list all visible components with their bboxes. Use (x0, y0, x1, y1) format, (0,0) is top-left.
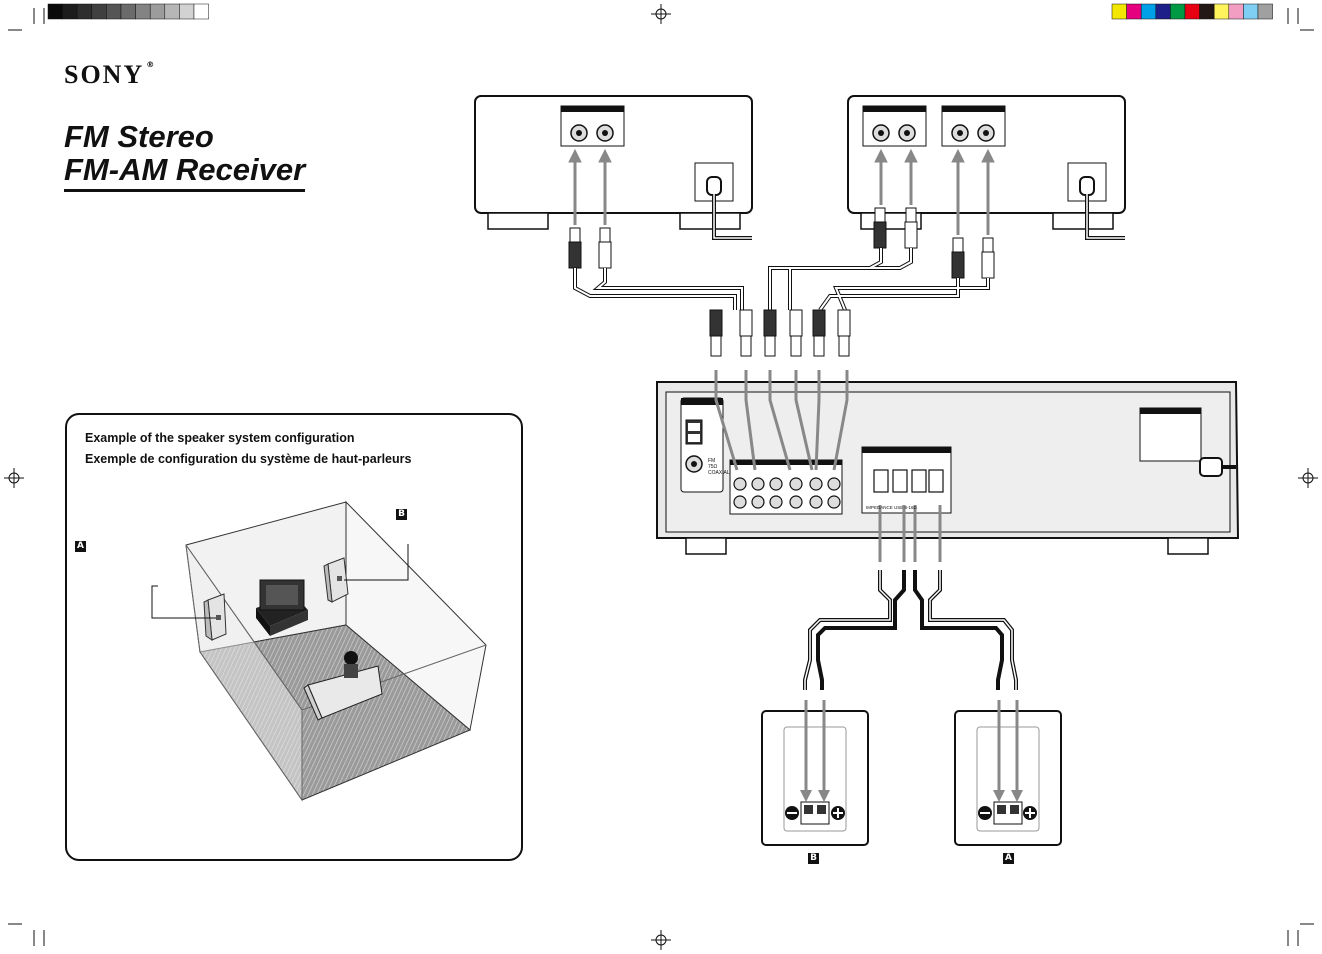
label-a: A (75, 541, 86, 552)
receiver (656, 381, 1240, 555)
component-left (474, 95, 753, 240)
gray-strip (47, 3, 209, 20)
example-box (65, 413, 523, 861)
audio-cables (573, 248, 990, 312)
speaker-label-a: A (1003, 853, 1014, 864)
strip-swatch (1257, 3, 1273, 20)
brand-mark: ® (146, 60, 155, 69)
color-strip (1111, 3, 1273, 20)
fm-text-1: FM (708, 458, 716, 464)
speaker-a (954, 700, 1062, 846)
speaker-cables (803, 570, 1018, 690)
lower-plugs (709, 309, 851, 357)
title-line-2: FM-AM Receiver (64, 152, 306, 187)
crosshair-bottom (651, 930, 671, 950)
label-b: B (396, 509, 407, 520)
page-title: FM Stereo FM-AM Receiver (64, 119, 306, 192)
speaker-b (761, 700, 869, 846)
upper-plugs (568, 207, 995, 279)
room-illustration (151, 500, 487, 802)
fm-text-3: COAXIAL (708, 470, 730, 476)
example-caption-en: Example of the speaker system configurat… (85, 431, 355, 445)
crosshair-right (1298, 468, 1318, 488)
input-arrows (714, 370, 849, 471)
impedance-label: IMPEDANCE USE 8-16Ω (866, 505, 917, 510)
title-line-1: FM Stereo (64, 119, 214, 154)
fm-text-2: 75Ω (708, 464, 718, 470)
crosshair-left (4, 468, 24, 488)
upward-arrows (568, 148, 995, 235)
sony-logo: SONY® (64, 60, 154, 90)
fm-antenna-label: FM 75Ω COAXIAL (708, 458, 730, 476)
brand-text: SONY (64, 60, 145, 89)
speaker-label-b: B (808, 853, 819, 864)
crosshair-top (651, 4, 671, 24)
example-caption-fr: Exemple de configuration du système de h… (85, 452, 412, 466)
strip-swatch (193, 3, 209, 20)
component-right (847, 95, 1126, 240)
speaker-wire-arrows (878, 505, 942, 562)
